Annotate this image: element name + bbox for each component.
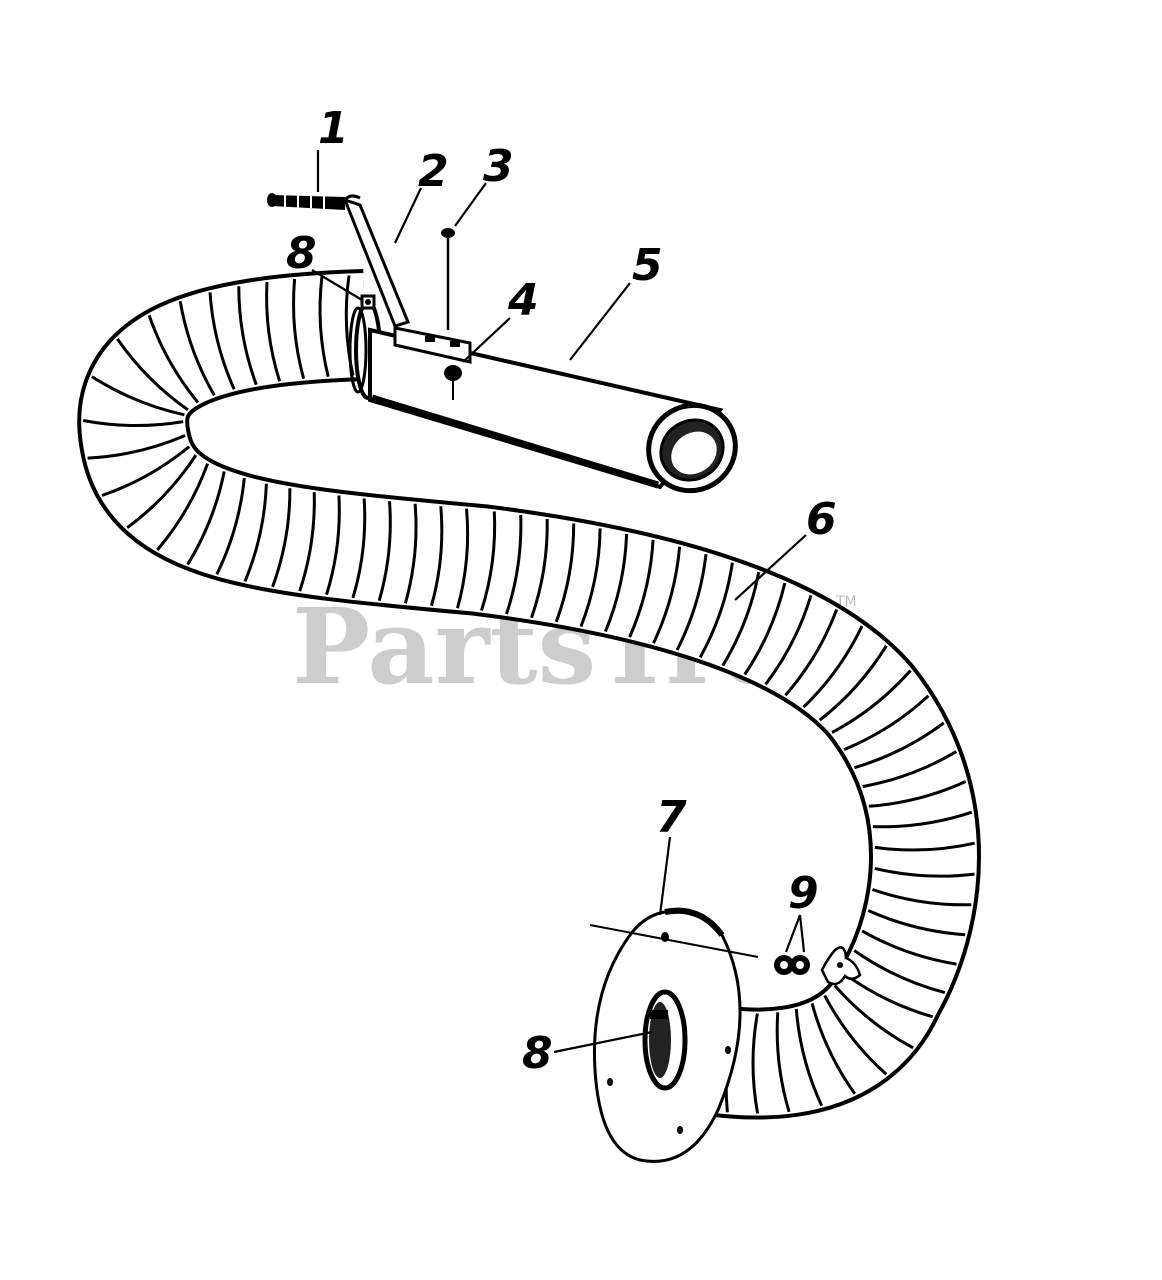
hose-rib: [794, 1008, 824, 1107]
callout-8-bottom: 8: [522, 1028, 553, 1079]
hose-rib: [775, 1012, 791, 1113]
hose-rib: [743, 582, 787, 676]
callout-labels: 1 2 3 4 5 6 7 8 8 9: [286, 103, 837, 1079]
hardware-nuts: [774, 946, 862, 986]
screw: [441, 228, 455, 330]
hose-rib: [751, 1013, 760, 1114]
bracket-plate: [393, 326, 472, 364]
hose-rib: [868, 780, 967, 808]
hose-ribs: [82, 275, 976, 1114]
hose-rib: [178, 301, 216, 397]
callout-7: 7: [656, 792, 687, 843]
hose-rib: [818, 644, 888, 722]
hose-rib: [318, 276, 330, 378]
hose-rib: [456, 508, 470, 609]
hose-rib: [628, 539, 655, 638]
hose-rib: [862, 750, 958, 789]
hose-rib: [243, 483, 268, 582]
hose-rib: [265, 281, 282, 382]
flexible-hose: [77, 269, 981, 1120]
hose-rib: [872, 810, 973, 829]
hose-rib: [215, 477, 246, 575]
hose-rib: [147, 314, 200, 404]
hose-rib: [208, 292, 236, 390]
hose-rib: [292, 278, 306, 379]
hose-rib: [604, 533, 629, 633]
hose-rib: [721, 571, 761, 667]
hose-rib: [156, 463, 210, 551]
callout-8-top: 8: [286, 228, 317, 279]
hose-rib: [325, 495, 341, 596]
hose-rib: [764, 594, 813, 686]
hose-rib: [505, 514, 523, 615]
callout-4: 4: [507, 275, 539, 326]
hose-rib: [101, 445, 191, 497]
hose-rib: [298, 492, 316, 592]
hose-rib: [91, 375, 185, 417]
nut: [444, 365, 462, 400]
hose-rib: [87, 434, 186, 460]
hose-rib: [823, 994, 888, 1076]
hose-rib: [675, 554, 708, 651]
hose-rib: [652, 546, 682, 644]
hose-clamp-top: [360, 294, 376, 310]
callout-5: 5: [632, 240, 663, 291]
callout-2: 2: [418, 146, 449, 197]
hose-rib: [116, 338, 189, 412]
discharge-tube: [368, 327, 738, 494]
hose-rib: [861, 929, 957, 966]
hose-rib: [351, 498, 367, 599]
hose-rib: [874, 841, 976, 852]
callout-1: 1: [318, 103, 349, 154]
hose-rib: [874, 866, 975, 878]
hose-rib: [802, 625, 864, 709]
hose-rib: [871, 888, 972, 907]
hose-rib: [784, 608, 839, 697]
handle-grip: [267, 193, 345, 210]
hose-rib: [831, 669, 912, 734]
hose-rib: [843, 694, 930, 751]
hose-rib: [698, 562, 734, 659]
hose-rib: [810, 1003, 857, 1095]
callout-6: 6: [806, 494, 837, 545]
hose-rib: [82, 419, 184, 428]
handle-bar: [342, 194, 411, 328]
hose-rib: [126, 454, 198, 529]
hose-rib: [186, 471, 226, 566]
hose-rib: [271, 488, 292, 588]
hose-rib: [853, 949, 946, 995]
leader-lines: [311, 150, 807, 1054]
callout-9: 9: [788, 868, 819, 919]
hose-collar-bottom: [642, 989, 688, 1091]
hose-rib: [833, 984, 914, 1050]
hose-rib: [530, 518, 549, 619]
hose-rib: [237, 286, 258, 386]
hose-rib: [853, 721, 945, 770]
hose-rib: [554, 523, 576, 623]
hose-rib: [430, 506, 444, 607]
callout-3: 3: [483, 141, 514, 192]
hose-rib: [377, 501, 392, 602]
hose-rib: [480, 511, 497, 612]
hose-rib: [579, 528, 602, 628]
hose-rib: [403, 503, 418, 604]
hose-rib: [867, 909, 966, 937]
